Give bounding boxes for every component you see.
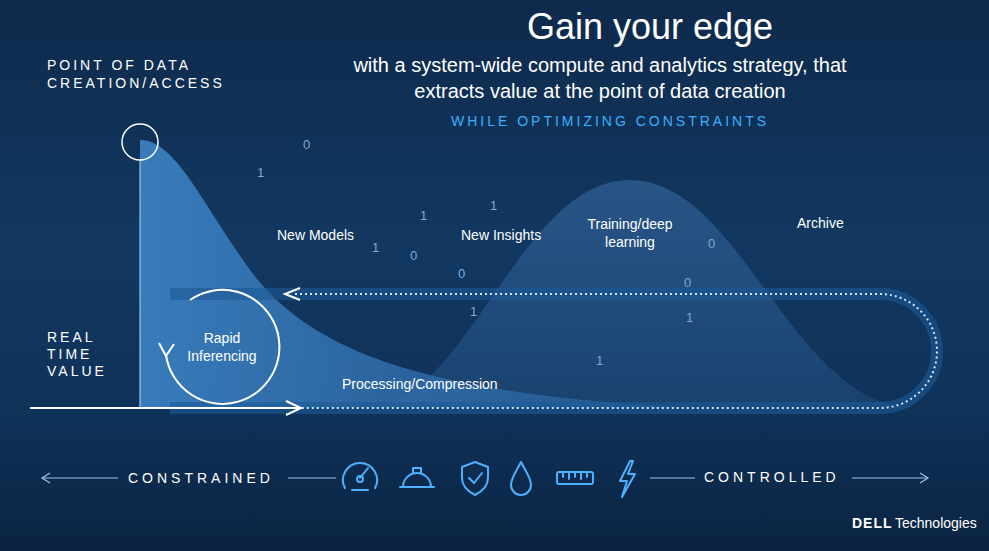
logo-text: Technologies: [895, 515, 977, 531]
axis-seg: [288, 477, 336, 478]
point-marker: [122, 124, 158, 160]
binary-digit: 0: [684, 275, 691, 290]
stage-label: Training/deep learning: [574, 215, 686, 251]
axis-line: [139, 160, 141, 408]
bolt-icon: [620, 461, 635, 497]
hardhat-icon: [400, 468, 434, 487]
tagline: WHILE OPTIMIZING CONSTRAINTS: [390, 113, 830, 129]
cycle-arc: [166, 290, 279, 404]
binary-digit: 0: [410, 248, 417, 263]
point-label: POINT OF DATA CREATION/ACCESS: [47, 56, 262, 92]
drop-icon: [511, 462, 531, 495]
stage-label: Processing/Compression: [342, 376, 498, 392]
stage-label: Archive: [797, 215, 844, 231]
axis-seg: [650, 477, 695, 478]
loop-band: [170, 294, 937, 408]
binary-digit: 0: [458, 266, 465, 281]
binary-digit: 1: [257, 165, 264, 180]
node-text: Rapid Inferencing: [182, 329, 262, 365]
axis-left: [42, 477, 118, 478]
value-label: REAL TIME VALUE: [47, 329, 127, 380]
cycle-arrowhead: [159, 343, 174, 356]
axis-right: [852, 477, 928, 478]
time-line: [30, 407, 300, 409]
logo-mark: DELL: [852, 515, 893, 531]
subtitle: with a system-wide compute and analytics…: [330, 52, 870, 104]
axis-head-right: [920, 473, 928, 483]
binary-digit: 0: [303, 137, 310, 152]
binary-digit: 1: [372, 240, 379, 255]
ruler-icon: [557, 472, 593, 484]
shield-icon: [462, 462, 488, 495]
binary-digit: 1: [490, 198, 497, 213]
loop-dotted: [290, 294, 937, 408]
binary-digit: 1: [470, 304, 477, 319]
binary-digit: 0: [708, 236, 715, 251]
time-arrowhead: [286, 401, 301, 415]
gauge-icon: [343, 463, 377, 490]
binary-digit: 1: [596, 353, 603, 368]
binary-digit: 1: [420, 208, 427, 223]
process-circle: Rapid Inferencing: [167, 292, 277, 402]
decay-curve: [140, 140, 700, 408]
axis-label: CONTROLLED: [704, 469, 840, 485]
stage-label: New Models: [277, 227, 354, 243]
axis-head-left: [42, 473, 50, 483]
axis-label: CONSTRAINED: [128, 470, 274, 486]
loop-arrowhead: [285, 288, 300, 300]
title: Gain your edge: [420, 6, 880, 48]
binary-digit: 1: [686, 310, 693, 325]
stage-label: New Insights: [461, 227, 541, 243]
